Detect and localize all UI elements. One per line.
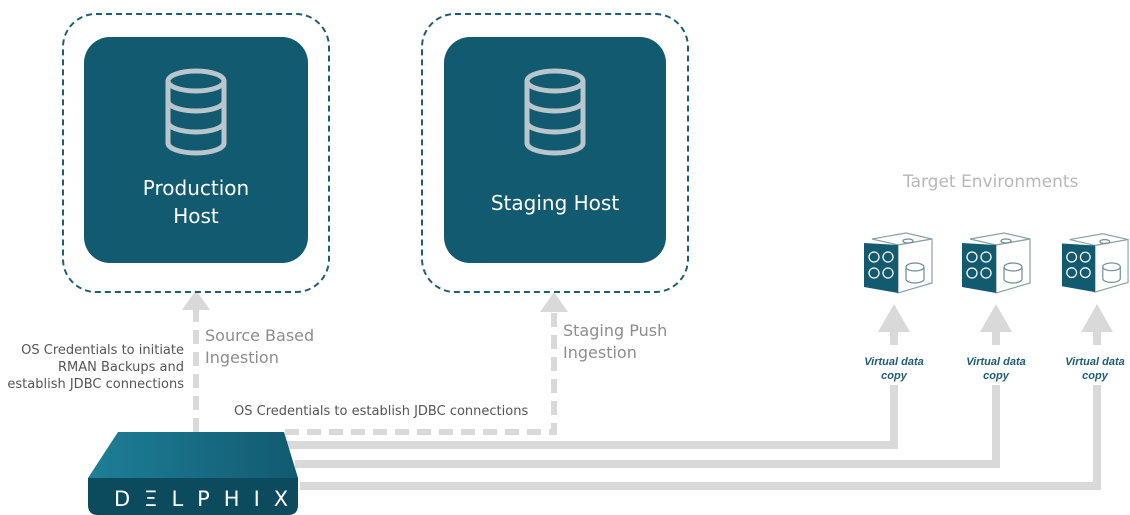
virtual-data-copy-label: Virtual data copy (864, 356, 924, 382)
virtual-copy-connector-3 (300, 304, 1113, 490)
target-environment-3[interactable] (1060, 225, 1130, 297)
target-environment-cube-icon (1061, 233, 1129, 293)
staging-push-ingestion-label: Staging Push Ingestion (563, 321, 668, 362)
database-icon (165, 68, 227, 156)
virtual-data-copy-label: Virtual data copy (966, 356, 1026, 382)
target-environment-2[interactable] (960, 225, 1032, 297)
os-credentials-rman-label: OS Credentials to initiate RMAN Backups … (7, 343, 184, 392)
production-host[interactable]: Production Host (84, 37, 308, 263)
production-host-label: Production Host (142, 176, 250, 228)
source-based-ingestion-label: Source Based Ingestion (205, 326, 315, 367)
os-credentials-jdbc-label: OS Credentials to establish JDBC connect… (234, 404, 529, 419)
target-environments-title: Target Environments (903, 172, 1079, 192)
delphix-logo-text: DΞLPHIX (114, 487, 303, 511)
production-host-frame (62, 13, 330, 293)
source-based-ingestion-arrow (182, 290, 210, 432)
virtual-copy-connector-2 (295, 304, 1012, 468)
virtual-data-copy-label: Virtual data copy (1065, 356, 1125, 382)
target-environment-cube-icon (864, 232, 933, 294)
staging-host[interactable]: Staging Host (444, 37, 666, 263)
target-environment-1[interactable] (862, 225, 934, 297)
target-environment-cube-icon (962, 232, 1031, 294)
virtual-copy-connector-1 (285, 304, 910, 449)
staging-push-ingestion-arrow (285, 292, 568, 435)
staging-host-frame (421, 13, 689, 293)
staging-host-label: Staging Host (490, 191, 620, 215)
database-icon (524, 68, 586, 156)
